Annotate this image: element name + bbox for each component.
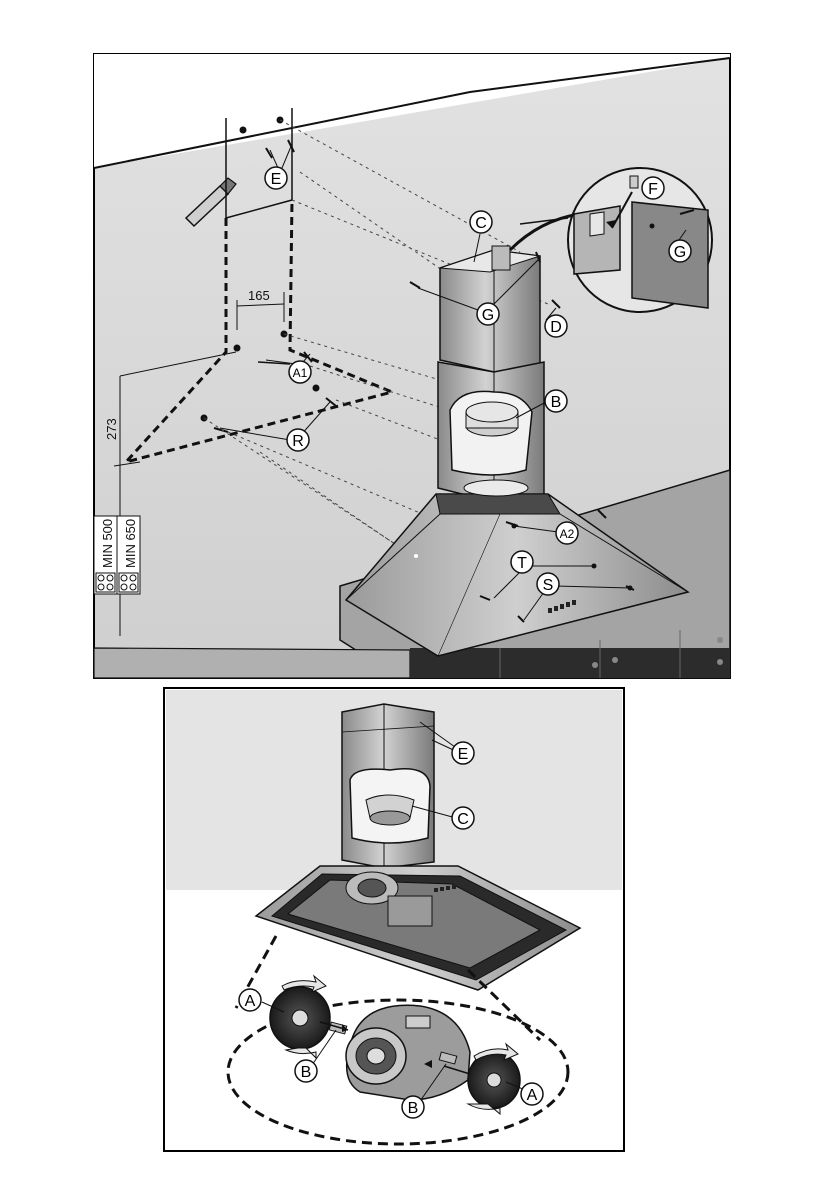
callout-B-right: B <box>402 1096 424 1118</box>
svg-text:F: F <box>648 181 658 198</box>
callout-C-2: C <box>452 807 474 829</box>
callout-B: B <box>545 390 567 412</box>
callout-C: C <box>470 211 492 233</box>
svg-text:B: B <box>301 1064 312 1081</box>
svg-text:B: B <box>408 1100 419 1117</box>
svg-text:D: D <box>550 319 562 336</box>
dimension-165-label: 165 <box>248 288 270 303</box>
svg-text:B: B <box>551 394 562 411</box>
callout-E: E <box>265 167 287 189</box>
gas-min-label: MIN 650 <box>123 519 138 568</box>
callout-A2: A2 <box>556 522 578 544</box>
callout-E-2: E <box>452 742 474 764</box>
callout-D: D <box>545 315 567 337</box>
carbon-filter-left-icon <box>270 987 330 1049</box>
figure-1-wall-mounting: 165 273 MIN 500 MIN 650 <box>94 54 730 678</box>
callout-A-left: A <box>239 989 261 1011</box>
svg-text:G: G <box>482 307 494 324</box>
dimension-273-label: 273 <box>104 418 119 440</box>
callout-G-zoom: G <box>669 240 691 262</box>
svg-text:C: C <box>475 215 487 232</box>
svg-text:C: C <box>457 811 469 828</box>
svg-text:A1: A1 <box>293 366 308 380</box>
chimney-figure-2 <box>342 704 434 868</box>
motor-assembly <box>346 1005 470 1100</box>
svg-text:E: E <box>458 746 469 763</box>
figure-2-filter-assembly: E C A B B A <box>164 688 624 1151</box>
svg-text:R: R <box>292 433 304 450</box>
svg-text:E: E <box>271 171 282 188</box>
callout-F: F <box>642 177 664 199</box>
worktop-front-left <box>94 648 410 678</box>
callout-A-right: A <box>521 1083 543 1105</box>
callout-G-top: G <box>477 303 499 325</box>
svg-text:A: A <box>527 1087 538 1104</box>
svg-text:G: G <box>674 244 686 261</box>
callout-S: S <box>537 573 559 595</box>
callout-B-left: B <box>295 1060 317 1082</box>
callout-R: R <box>287 429 309 451</box>
callout-A1: A1 <box>289 361 311 383</box>
cooktop-min-distance: MIN 500 MIN 650 <box>94 516 140 594</box>
callout-T: T <box>511 551 533 573</box>
electric-min-label: MIN 500 <box>100 519 115 568</box>
svg-text:T: T <box>517 555 527 572</box>
svg-text:A2: A2 <box>560 527 575 541</box>
svg-text:S: S <box>543 577 554 594</box>
svg-text:A: A <box>245 993 256 1010</box>
